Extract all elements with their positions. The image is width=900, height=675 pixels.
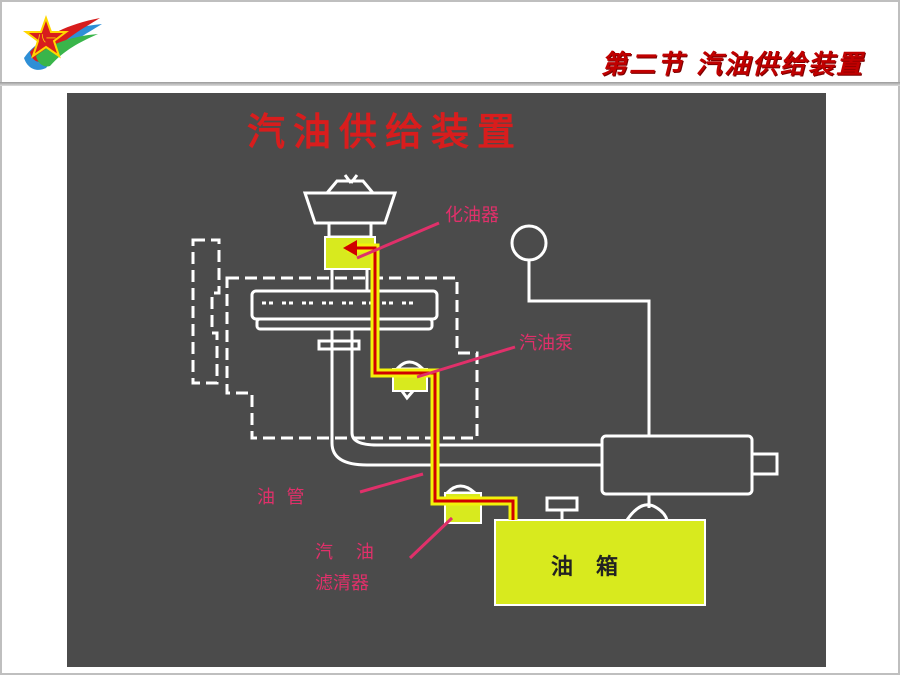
header-divider: [0, 82, 900, 86]
fuel-pump: [392, 360, 428, 401]
army-star-emblem-icon: 八一: [16, 10, 106, 80]
intake-manifold: [250, 289, 439, 331]
diagram-title: 汽油供给装置: [247, 109, 524, 154]
leader-lines: [356, 221, 516, 560]
fuel-tank: [494, 519, 706, 606]
fuel-flow-path: [347, 243, 518, 520]
exhaust-pipe: [317, 329, 602, 467]
fuel-tank-label: 油 箱: [551, 555, 618, 580]
muffler: [600, 434, 779, 496]
flow-arrow: [343, 240, 357, 256]
air-filter: [302, 174, 398, 239]
fuel-filter-label-line1: 汽 油: [315, 542, 374, 563]
fuel-pump-label: 汽油泵: [519, 333, 573, 354]
svg-text:八一: 八一: [36, 34, 56, 45]
fuel-system-drawing: [191, 174, 779, 606]
fuel-system-diagram: 汽油供给装置 化油器 汽油泵 油 管 汽 油 滤清器 油 箱: [67, 93, 826, 667]
fuel-gauge: [510, 224, 669, 521]
fuel-line-label: 油 管: [257, 487, 305, 508]
section-title: 第二节 汽油供给装置: [600, 50, 864, 80]
engine-outline: [191, 238, 479, 440]
carburetor-label: 化油器: [445, 205, 499, 226]
fuel-filter-label-line2: 滤清器: [315, 573, 369, 594]
